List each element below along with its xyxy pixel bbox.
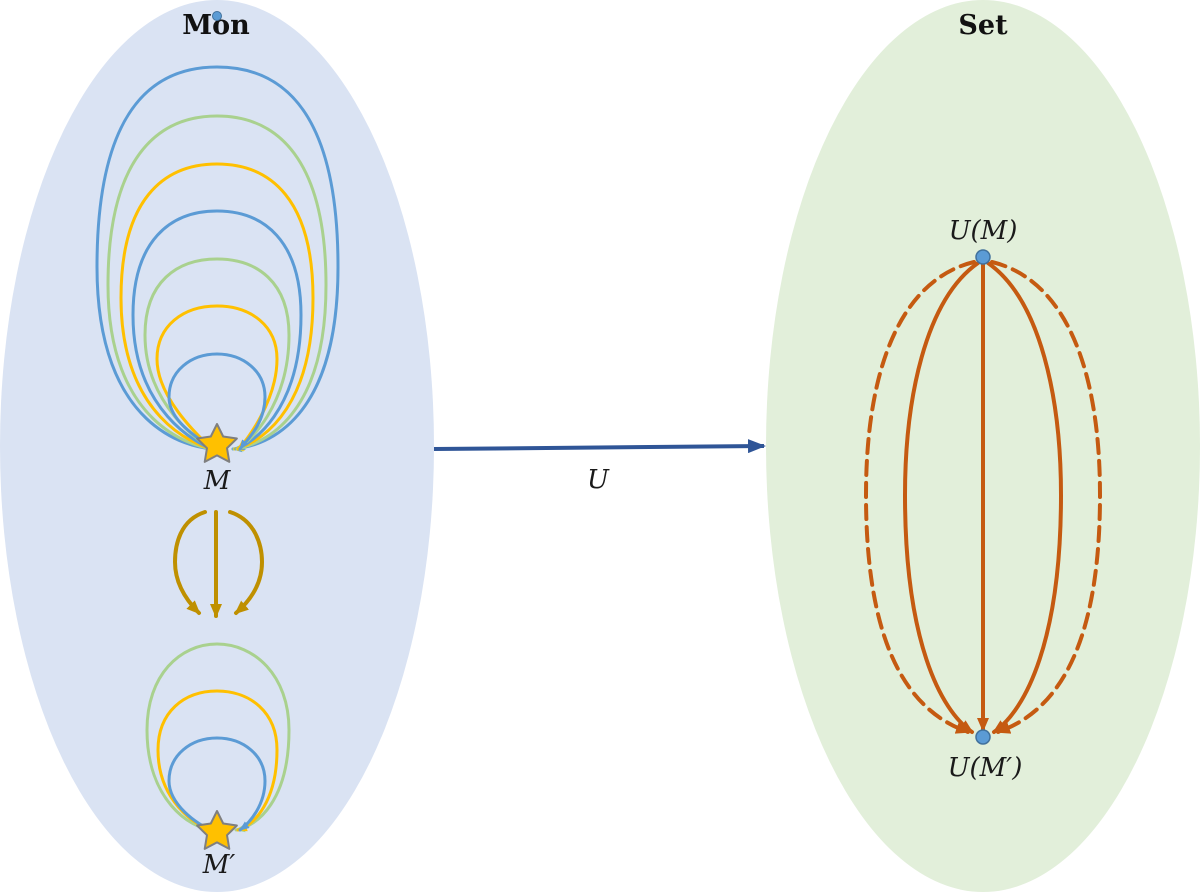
object-m-star	[196, 423, 238, 463]
loop-m-3	[119, 162, 315, 451]
loop-m-prime-1	[145, 642, 291, 833]
endomorphism-loops-m	[95, 65, 340, 453]
object-m-prime-star	[196, 810, 238, 850]
loop-m-5	[143, 257, 291, 451]
loop-m-1	[95, 65, 340, 453]
function-outer-left-dashed	[863, 260, 976, 734]
loop-m-4	[131, 209, 303, 451]
functor-u-arrow	[433, 439, 766, 454]
morphisms-m-to-m-prime	[172, 510, 265, 618]
object-u-m-point	[975, 249, 991, 265]
function-inner-right	[986, 261, 1064, 734]
set-category-title: Set	[958, 10, 1008, 41]
morphism-right	[228, 510, 265, 615]
function-inner-left	[902, 261, 980, 734]
morphism-left	[172, 510, 207, 615]
functor-u-label: U	[587, 465, 610, 495]
object-m-label: M	[203, 466, 232, 496]
functions-u-m-to-u-m-prime	[863, 260, 1103, 734]
endomorphism-loops-m-prime	[145, 642, 291, 833]
loop-m-7	[167, 352, 267, 451]
loop-m-prime-3	[167, 736, 267, 832]
mon-title-dot	[212, 11, 222, 21]
object-m-prime-label: M′	[202, 850, 236, 880]
loop-m-2	[106, 114, 328, 452]
object-u-m-prime-point	[975, 729, 991, 745]
object-u-m-label: U(M)	[949, 216, 1018, 246]
object-u-m-prime-label: U(M′)	[948, 753, 1023, 783]
loop-m-prime-2	[156, 689, 279, 832]
function-outer-right-dashed	[990, 260, 1103, 734]
